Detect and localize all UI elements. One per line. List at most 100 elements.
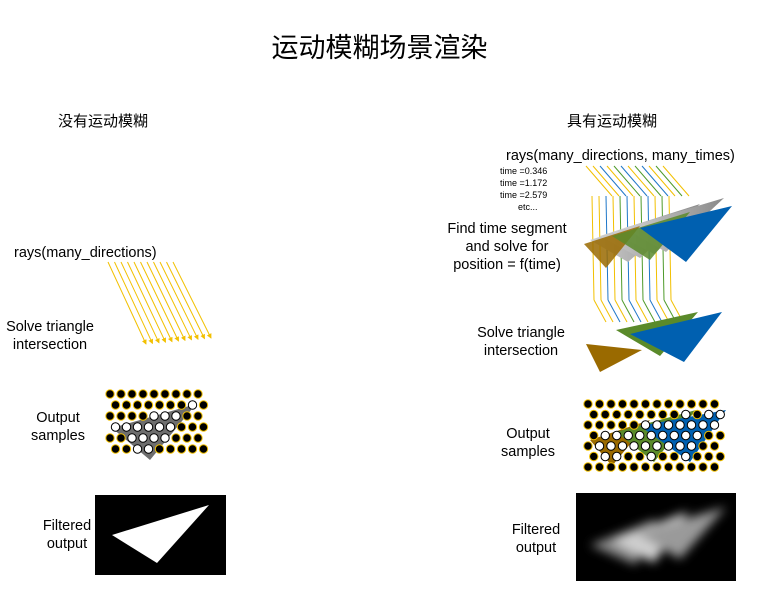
sample-dot [675,462,685,472]
sample-dot [629,462,639,472]
right-segment-label: Find time segment and solve for position… [440,220,574,274]
sample-dot [165,444,176,454]
sample-dot [635,430,645,441]
solved-brown-triangle [586,344,642,372]
left-filtered-label: Filtered output [32,517,102,553]
right-ray-low [635,299,649,323]
time-entry-2: time =1.172 [500,178,548,188]
time-list: time =0.346 time =1.172 time =2.579 etc.… [500,165,547,213]
sample-dot [127,411,137,421]
sample-dot [127,433,137,443]
sample-dot [138,389,148,399]
left-sample-dots [105,389,209,454]
sample-dot [658,409,668,420]
sample-dot [171,433,181,443]
sample-dot [606,399,616,409]
left-ray [114,261,154,345]
sample-dot [105,433,115,443]
right-output-label: Output samples [492,425,564,461]
sample-dot [583,441,593,451]
right-ray-top [599,165,627,197]
left-filtered-line2: output [46,536,88,552]
sample-dot [594,399,605,409]
sample-dot [116,411,126,421]
right-solve-line1: Solve triangle [477,325,565,341]
left-output-samples [105,389,209,460]
sample-dot [709,462,720,472]
right-filtered-blur [590,507,726,565]
sample-dot [652,420,662,430]
left-ray [153,261,192,341]
left-ray [166,261,205,340]
left-ray [127,261,166,343]
sample-dot [105,389,115,399]
sample-dot [635,451,645,462]
right-ray-top [620,165,648,197]
right-ray-low [607,299,621,323]
segment-line3: position = f(time) [453,257,561,273]
sample-dot [182,411,192,421]
sample-dot [623,451,633,462]
sample-dot [669,430,679,441]
sample-dot [606,420,616,430]
left-solve-line2: intersection [12,337,88,353]
sample-dot [198,400,209,410]
right-ray-top [613,165,641,197]
time-segment-triangles [584,198,732,268]
right-ray-low [642,299,656,323]
sample-dot [583,420,593,430]
sample-dot [646,451,656,462]
sample-dot [646,430,656,441]
sample-dot [121,422,132,432]
right-ray-low [649,299,663,323]
sample-dot [646,409,656,420]
left-filtered-line1: Filtered [42,518,92,534]
sample-dot [116,389,126,399]
sample-dot [709,441,720,451]
sample-dot [640,399,651,409]
sample-dot [121,444,132,454]
sample-dot [709,420,720,430]
sample-dot [663,420,674,430]
sample-dot [589,451,599,462]
right-ray-top [606,165,634,197]
left-solve-label: Solve triangle intersection [0,318,100,354]
right-ray-top [641,165,669,197]
sample-dot [606,441,616,451]
sample-dot [110,422,121,432]
sample-dot [600,409,610,420]
sample-dot [138,411,148,421]
sample-dot [658,430,668,441]
right-filtered-label: Filtered output [500,521,572,557]
sample-dot [658,451,668,462]
sample-dot [629,420,639,430]
sample-dot [160,433,170,443]
sample-dot [669,451,679,462]
sample-dot [193,389,203,399]
right-ray-top [634,165,662,197]
sample-dot [681,430,691,441]
sample-dot [176,400,187,410]
right-ray-low [628,299,642,323]
left-output-line1: Output [36,410,80,426]
time-entry-1: time =0.346 [500,166,548,176]
left-rays-label: rays(many_directions) [14,245,157,261]
segment-blue-triangle [640,206,732,262]
sample-dot [640,441,651,451]
sample-dot [165,422,176,432]
slide-title: 运动模糊场景渲染 [271,33,488,64]
right-ray-low [621,299,635,323]
sample-dot [165,400,176,410]
sample-dot [709,399,720,409]
sample-dot [198,444,209,454]
segment-line1: Find time segment [447,221,567,237]
left-solve-line1: Solve triangle [6,319,94,335]
left-ray [159,261,199,340]
right-ray-top [627,165,655,197]
sample-dot [617,420,628,430]
sample-dot [176,422,187,432]
left-heading: 没有运动模糊 [58,112,149,130]
sample-dot [110,400,121,410]
right-ray-low [614,299,628,323]
